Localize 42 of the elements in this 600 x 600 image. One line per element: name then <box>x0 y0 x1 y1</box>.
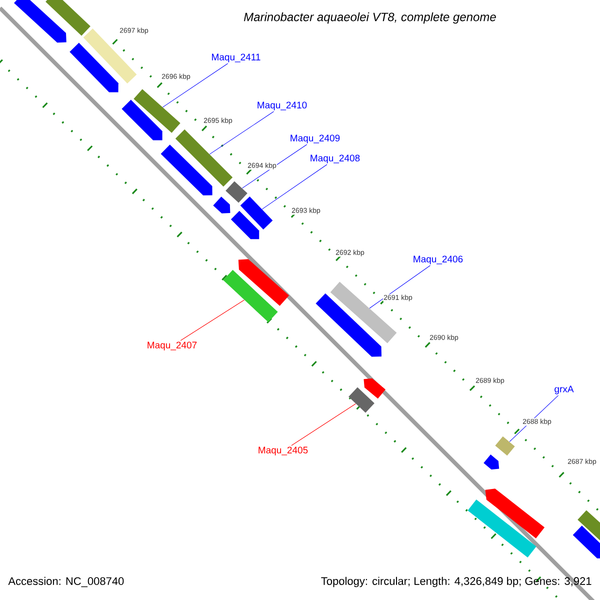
gene-label: Maqu_2410 <box>258 102 307 110</box>
gene-label: Maqu_2405 <box>258 446 308 456</box>
leader-line <box>209 111 274 154</box>
leader-line <box>162 63 228 108</box>
gene-segment <box>485 488 545 538</box>
gene-label: Maqu_2406 <box>414 256 463 264</box>
gene-bar <box>134 89 180 133</box>
gene-bar <box>223 270 278 322</box>
gene-segment <box>238 259 290 306</box>
gene-label: grxA <box>554 386 574 394</box>
gene-bar <box>226 181 248 203</box>
leader-line <box>291 404 356 446</box>
genome-info-text: Topology: circular; Length: 4,326,849 bp; Genes: 3,921 <box>321 576 592 588</box>
gene-bar <box>46 0 90 36</box>
gene-bar <box>175 129 233 187</box>
gene-segment <box>14 0 66 43</box>
gene-bar <box>83 28 137 84</box>
gene-label: Maqu_2411 <box>212 54 260 62</box>
gene-segment <box>484 454 500 470</box>
accession-text: Accession: NC_008740 <box>8 576 124 588</box>
gene-segment <box>230 210 260 240</box>
gene-segment <box>316 293 382 357</box>
gene-segment <box>213 196 230 214</box>
gene-segment <box>160 144 212 196</box>
leader-line <box>369 265 430 308</box>
leader-line <box>180 300 244 341</box>
gene-bar <box>330 282 397 344</box>
gene-bar <box>468 500 536 558</box>
gene-bar <box>348 387 374 413</box>
gene-segment <box>70 42 118 92</box>
leader-line <box>262 164 328 210</box>
gene-label: Maqu_2409 <box>290 134 340 144</box>
title: Marinobacter aquaeolei VT8, complete genome <box>244 12 496 24</box>
gene-segment <box>572 526 600 558</box>
gene-bar <box>578 510 600 542</box>
gene-label: Maqu_2408 <box>310 154 360 164</box>
gene-bar <box>495 436 515 456</box>
gene-segment <box>364 378 386 399</box>
leader-line <box>242 144 308 188</box>
gene-segment <box>122 100 162 140</box>
gene-bar <box>240 196 273 230</box>
gene-label: Maqu_2407 <box>148 342 197 350</box>
